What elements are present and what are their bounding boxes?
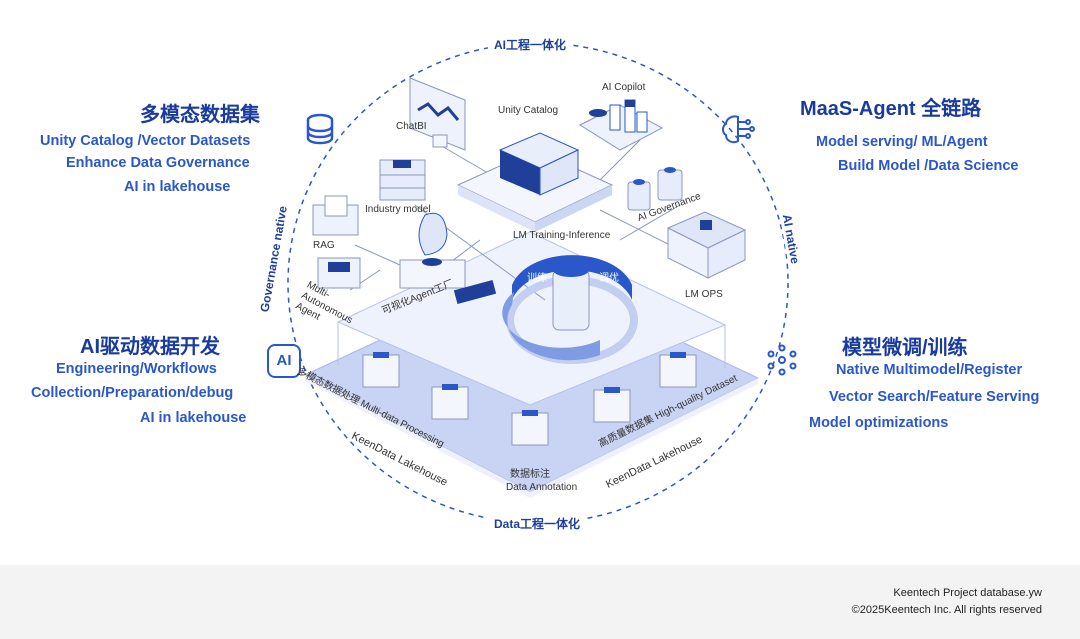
node-label-rag: RAG: [313, 240, 335, 251]
node-label-lm-training: LM Training-Inference: [513, 230, 611, 241]
label-annotation-cn: 数据标注: [510, 469, 550, 480]
rag-graphic: [312, 195, 359, 236]
node-label-lm-ops: LM OPS: [685, 289, 723, 300]
right-bottom-item: Vector Search/Feature Serving: [829, 389, 1040, 405]
right-bottom-item: Native Multimodel/Register: [836, 362, 1023, 378]
left-top-item: Unity Catalog /Vector Datasets: [40, 133, 251, 149]
left-top-item: AI in lakehouse: [124, 179, 231, 195]
multi-agent-graphic: [317, 257, 361, 289]
ai-badge-icon: AI: [267, 344, 301, 378]
brain-circuit-icon: [720, 113, 756, 152]
node-label-chatbi: ChatBI: [396, 121, 427, 132]
arc-label-ai-engineering: AI工程一体化: [488, 36, 573, 53]
left-top-item: Enhance Data Governance: [66, 155, 250, 171]
right-top-item: Model serving/ ML/Agent: [816, 134, 988, 150]
diagram-graphics: [287, 42, 789, 524]
node-label-unity-catalog: Unity Catalog: [498, 105, 559, 116]
ring-label-tune: 调优: [599, 273, 619, 284]
ai-copilot-graphic: [578, 99, 664, 151]
left-top-title: 多模态数据集: [140, 104, 260, 126]
industry-model-graphic: [379, 159, 426, 201]
footer-copyright: ©2025Keentech Inc. All rights reserved: [851, 604, 1042, 616]
right-top-item: Build Model /Data Science: [838, 158, 1019, 174]
lakehouse-servers: [362, 354, 697, 446]
left-bottom-title: AI驱动数据开发: [80, 336, 220, 358]
lm-ops-graphic: [666, 211, 747, 279]
node-label-ai-copilot: AI Copilot: [602, 82, 646, 93]
footer: [0, 565, 1080, 639]
right-top-title: MaaS-Agent 全链路: [800, 98, 982, 120]
database-icon: [305, 113, 335, 150]
ai-governance-graphic: [627, 167, 683, 211]
right-bottom-title: 模型微调/训练: [842, 337, 968, 359]
ring-label-train: 训练: [527, 273, 547, 284]
node-label-industry-model: Industry model: [365, 204, 431, 215]
right-bottom-item: Model optimizations: [809, 415, 949, 431]
chatbi-graphic: [409, 77, 466, 151]
network-icon: [766, 344, 798, 381]
label-annotation-en: Data Annotation: [506, 482, 578, 493]
arc-label-data-engineering: Data工程一体化: [488, 515, 587, 532]
left-bottom-item: Collection/Preparation/debug: [31, 385, 234, 401]
footer-project: Keentech Project database.yw: [893, 587, 1042, 599]
left-bottom-item: Engineering/Workflows: [56, 361, 217, 377]
unity-catalog-graphic: [456, 132, 614, 232]
agent-factory-graphic: [399, 212, 497, 304]
left-bottom-item: AI in lakehouse: [140, 410, 247, 426]
training-ring-graphic: [502, 255, 638, 364]
